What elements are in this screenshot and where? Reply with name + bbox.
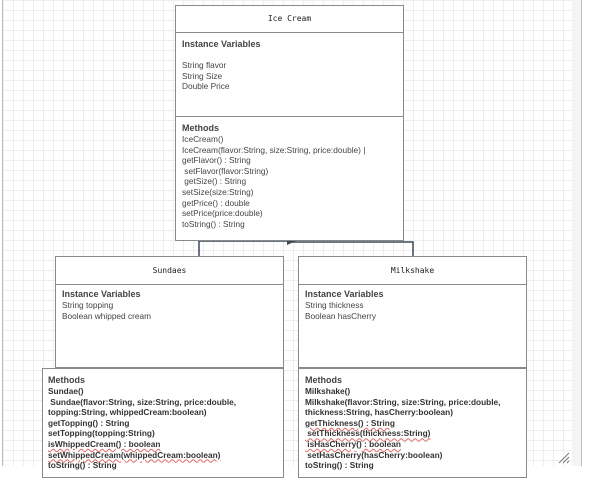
variables-header: Instance Variables xyxy=(62,289,141,299)
method-line: toString() : String xyxy=(48,460,117,471)
variable-line: String topping xyxy=(62,300,114,310)
variables-header: Instance Variables xyxy=(182,39,261,49)
method-line: IceCream() xyxy=(182,134,224,144)
method-line: setFlavor(flavor:String) xyxy=(182,165,269,176)
sundaes-variables-section: Instance Variables String topping Boolea… xyxy=(56,284,283,367)
methods-header: Methods xyxy=(182,123,219,133)
sundaes-class-title: Sundaes xyxy=(152,266,187,275)
method-line: Sundae() xyxy=(48,386,84,396)
variable-line: String thickness xyxy=(305,300,364,310)
sundaes-methods-box[interactable]: Methods Sundae() Sundae(flavor:String, s… xyxy=(42,368,284,478)
method-line: setThickness(thickness:String) xyxy=(305,428,431,439)
methods-header: Methods xyxy=(305,375,342,385)
method-line: setPrice(price:double) xyxy=(182,208,263,219)
method-line: setSize(size:String) xyxy=(182,186,254,197)
method-line: topping:String, whippedCream:boolean) xyxy=(48,407,207,418)
variable-line: String Size xyxy=(182,70,223,81)
ice-cream-class-box[interactable]: Ice Cream Instance Variables String flav… xyxy=(175,5,404,241)
variable-line: Boolean whipped cream xyxy=(62,310,152,321)
methods-header: Methods xyxy=(48,375,85,385)
milkshake-class-title: Milkshake xyxy=(390,266,435,275)
method-line: getFlavor() : String xyxy=(182,155,251,166)
method-line: getSize() : String xyxy=(182,176,247,187)
method-line: setTopping(topping:String) xyxy=(48,428,155,439)
method-line: isWhippedCream() : boolean xyxy=(48,438,161,449)
method-line: thickness:String, hasCherry:boolean) xyxy=(305,407,453,418)
method-line: getTopping() : String xyxy=(48,417,130,428)
ice-cream-class-title: Ice Cream xyxy=(267,14,312,23)
method-line: setHasCherry(hasCherry:boolean) xyxy=(305,449,443,460)
method-line: getThickness() : String xyxy=(305,417,395,428)
milkshake-variables-section: Instance Variables String thickness Bool… xyxy=(299,284,526,367)
milkshake-methods-box[interactable]: Methods Milkshake() Milkshake(flavor:Str… xyxy=(298,368,527,478)
method-line: IceCream(flavor:String, size:String, pri… xyxy=(182,144,366,155)
sundaes-inheritance-line xyxy=(198,240,290,256)
method-line: isHasCherry() : boolean xyxy=(305,438,401,449)
method-line: getPrice() : double xyxy=(182,197,250,208)
method-line: setWhippedCream(whippedCream:boolean) xyxy=(48,449,221,460)
method-line: Milkshake() xyxy=(305,386,351,396)
method-line: toString() : String xyxy=(305,460,374,471)
method-line: Milkshake(flavor:String, size:String, pr… xyxy=(305,396,501,407)
variables-header: Instance Variables xyxy=(305,289,384,299)
method-line: Sundae(flavor:String, size:String, price… xyxy=(48,396,237,407)
variable-line: Double Price xyxy=(182,81,230,92)
ice-cream-methods-section: Methods IceCream() IceCream(flavor:Strin… xyxy=(176,116,403,240)
resize-grip-icon[interactable] xyxy=(558,452,570,464)
vertical-scrollbar[interactable] xyxy=(572,0,581,466)
variable-line: Boolean hasCherry xyxy=(305,310,377,321)
sundaes-class-box[interactable]: Sundaes Instance Variables String toppin… xyxy=(55,256,284,368)
ice-cream-variables-section: Instance Variables String flavor String … xyxy=(176,32,403,117)
method-line: toString() : String xyxy=(182,218,245,229)
variable-line: String flavor xyxy=(182,60,227,70)
milkshake-class-box[interactable]: Milkshake Instance Variables String thic… xyxy=(298,256,527,368)
